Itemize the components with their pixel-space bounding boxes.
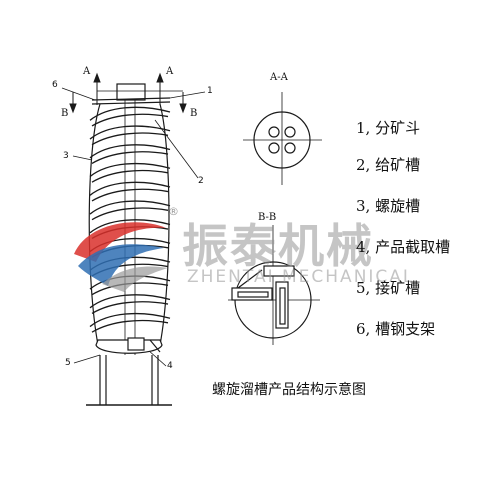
label-section-bb: B-B	[258, 212, 277, 223]
legend-item-4: 4, 产品截取槽	[356, 238, 451, 256]
leader-2	[154, 119, 199, 179]
label-a-left: A	[83, 66, 91, 77]
spiral-turn	[89, 162, 171, 183]
column-right-edge	[159, 103, 170, 346]
bb-bracket-top	[263, 265, 295, 277]
product-cutter-box	[127, 337, 145, 351]
callout-4: 4	[167, 361, 173, 371]
section-bb-view	[228, 225, 320, 345]
cutter-spout	[149, 339, 161, 353]
aa-opening-3	[268, 142, 280, 154]
watermark-registered-mark: ®	[168, 205, 179, 218]
arrow-b-left-head	[69, 103, 77, 114]
section-aa-view	[243, 92, 322, 185]
label-a-right: A	[166, 66, 174, 77]
callout-6: 6	[52, 80, 58, 90]
diagram-caption: 螺旋溜槽产品结构示意图	[212, 382, 366, 398]
leader-4	[147, 349, 167, 367]
bb-strut	[237, 269, 263, 289]
distributor-box	[116, 83, 146, 101]
bb-feed-tray-inner-right	[279, 287, 286, 325]
spiral-turn	[89, 181, 171, 202]
legend-item-1: 1, 分矿斗	[356, 119, 421, 137]
callout-leaders	[72, 119, 199, 367]
callout-2: 2	[198, 176, 204, 186]
aa-opening-2	[284, 126, 296, 138]
spiral-turn	[89, 144, 171, 164]
feed-tray-line-1	[91, 97, 171, 101]
bb-feed-tray-right	[275, 281, 289, 329]
legend-item-5: 5, 接矿槽	[356, 279, 421, 297]
bottom-assembly	[86, 337, 172, 406]
spiral-turn	[89, 125, 171, 146]
legend-item-2: 2, 给矿槽	[356, 156, 421, 174]
feed-tray-line-2	[91, 101, 171, 105]
leader-5	[73, 354, 101, 364]
column-left-edge	[88, 103, 101, 346]
bb-feed-tray-inner-left	[237, 291, 269, 298]
callout-3: 3	[63, 151, 69, 161]
label-b-right: B	[190, 108, 198, 119]
leader-6	[61, 87, 96, 101]
spiral-turn	[89, 312, 171, 333]
label-b-left: B	[61, 108, 69, 119]
aa-opening-4	[284, 142, 296, 154]
spiral-turn	[89, 294, 171, 314]
callout-1: 1	[207, 86, 213, 96]
watermark-company-name-en: ZHENTAI MECHANICAL	[187, 267, 415, 287]
logo-blue-swoosh	[78, 244, 164, 286]
spiral-turn	[89, 106, 171, 127]
spiral-turn	[89, 200, 171, 221]
section-arrows	[69, 72, 187, 114]
leader-3	[72, 155, 93, 161]
watermark-company-name: 振泰机械	[182, 219, 374, 273]
arrow-a-right-head	[156, 72, 164, 83]
legend-item-6: 6, 槽钢支架	[356, 320, 436, 338]
aa-opening-1	[268, 126, 280, 138]
legend-item-3: 3, 螺旋槽	[356, 197, 421, 215]
watermark-logo	[74, 222, 168, 292]
logo-gray-swoosh	[102, 266, 168, 292]
arrow-b-right-head	[179, 103, 187, 114]
arrow-a-left-head	[93, 72, 101, 83]
label-section-aa: A-A	[270, 72, 288, 83]
leader-1	[169, 91, 206, 99]
callout-5: 5	[65, 358, 71, 368]
distributor-top	[61, 83, 206, 105]
